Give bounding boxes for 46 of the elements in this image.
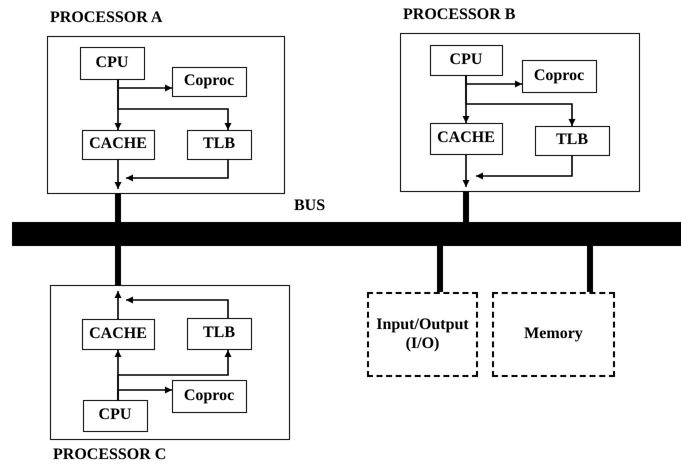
arrow: [126, 296, 229, 318]
device-box: [367, 292, 478, 377]
unit-box: [430, 122, 502, 154]
unit-box: [430, 44, 502, 76]
unit-label: Coproc: [532, 66, 586, 86]
unit-label: TLB: [554, 131, 589, 150]
unit-label: Coproc: [182, 386, 236, 406]
arrow: [126, 160, 229, 182]
unit-box: [522, 60, 596, 92]
bus-connector: [115, 194, 121, 222]
arrow: [476, 156, 573, 180]
unit-label: CACHE: [88, 135, 148, 154]
bus-connector: [115, 246, 121, 285]
unit-label: CPU: [98, 406, 132, 425]
unit-box: [186, 130, 252, 160]
unit-label: CPU: [448, 50, 484, 70]
arrow: [465, 76, 576, 126]
processor-heading: PROCESSOR A: [50, 10, 162, 26]
arrow: [117, 80, 232, 130]
arrow: [114, 160, 122, 189]
unit-box: [172, 66, 246, 96]
arrow: [117, 350, 232, 400]
unit-label: CPU: [94, 54, 130, 72]
processor-heading: PROCESSOR C: [53, 447, 166, 463]
unit-box: [534, 126, 610, 156]
arrow: [114, 291, 122, 319]
bus-label: BUS: [294, 198, 326, 214]
unit-box: [82, 400, 148, 432]
device-box: [492, 292, 615, 377]
unit-box: [82, 318, 154, 350]
unit-label: Coproc: [182, 72, 236, 91]
unit-label: Input/Output (I/O): [375, 316, 470, 353]
bus-connector: [463, 192, 469, 222]
processor-heading: PROCESSOR B: [403, 7, 516, 23]
arrow: [462, 155, 470, 187]
unit-label: TLB: [202, 135, 236, 154]
unit-label: TLB: [202, 324, 236, 343]
bus-connector: [437, 246, 443, 292]
unit-box: [172, 380, 246, 412]
unit-box: [82, 130, 154, 160]
unit-label: CACHE: [436, 129, 496, 148]
bus-connector: [587, 246, 593, 292]
unit-box: [80, 46, 144, 80]
unit-box: [186, 318, 252, 350]
unit-label: CACHE: [88, 324, 148, 344]
unit-label: Memory: [523, 325, 584, 344]
